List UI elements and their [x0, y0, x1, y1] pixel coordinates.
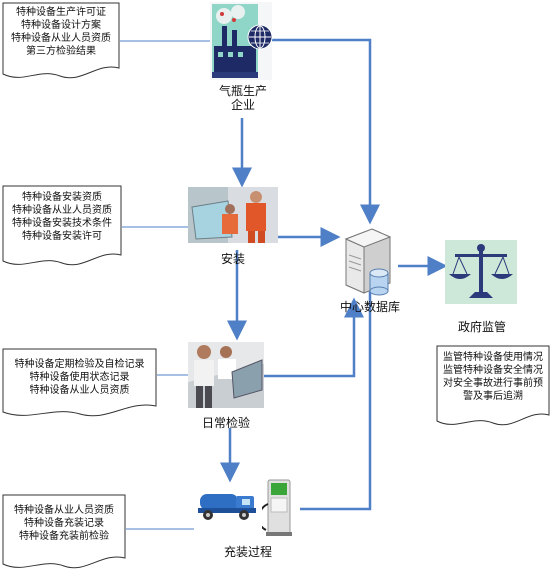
producer-doc-text: 特种设备生产许可证 特种设备设计方案 特种设备从业人员资质 第三方检验结果	[2, 6, 120, 58]
database-cylinder-icon	[368, 268, 390, 296]
producer-label-line1: 气瓶生产	[218, 84, 267, 98]
install-doc-text: 特种设备安装资质 特种设备从业人员资质 特种设备安装技术条件 特种设备安装许可	[2, 191, 122, 243]
inspection-doc-text: 特种设备定期检验及自检记录 特种设备使用状态记录 特种设备从业人员资质	[2, 358, 157, 397]
doc-line: 对安全事故进行事前预	[443, 378, 543, 389]
doc-line: 特种设备生产许可证	[16, 7, 106, 18]
database-label: 中心数据库	[339, 300, 400, 314]
scales-of-justice-icon	[445, 240, 517, 304]
producer-label: 气瓶生产 企业	[205, 84, 281, 112]
inspection-doc: 特种设备定期检验及自检记录 特种设备使用状态记录 特种设备从业人员资质	[2, 348, 157, 420]
doc-line: 监管特种设备安全情况	[443, 365, 543, 376]
fuel-pump-icon	[257, 478, 298, 538]
filling-label: 充装过程	[223, 545, 272, 559]
producer-to-db-arrow	[268, 38, 380, 225]
filling-doc: 特种设备从业人员资质 特种设备充装记录 特种设备充装前检验	[2, 494, 126, 572]
doc-line: 特种设备安装技术条件	[12, 218, 112, 229]
inspection-to-db-arrow	[264, 297, 364, 378]
doc-line: 特种设备从业人员资质	[14, 505, 114, 516]
doc-line: 特种设备充装记录	[24, 518, 104, 529]
doc-line: 特种设备充装前检验	[19, 531, 109, 542]
doc-line: 特种设备安装许可	[22, 231, 102, 242]
doc-line: 警及事后追溯	[463, 391, 523, 402]
government-label: 政府监管	[457, 320, 506, 334]
producer-doc: 特种设备生产许可证 特种设备设计方案 特种设备从业人员资质 第三方检验结果	[2, 2, 120, 82]
doc-line: 特种设备使用状态记录	[29, 372, 130, 383]
tanker-truck-icon	[194, 484, 260, 524]
install-label: 安装	[220, 252, 245, 266]
doc-line: 特种设备安装资质	[22, 192, 102, 203]
government-doc: 监管特种设备使用情况 监管特种设备安全情况 对安全事故进行事前预 警及事后追溯	[436, 345, 550, 429]
doc-line: 第三方检验结果	[26, 46, 96, 57]
government-doc-text: 监管特种设备使用情况 监管特种设备安全情况 对安全事故进行事前预 警及事后追溯	[436, 351, 550, 403]
doc-line: 特种设备设计方案	[21, 20, 101, 31]
doc-line: 特种设备从业人员资质	[11, 33, 111, 44]
inspection-photo	[188, 342, 264, 408]
inspection-label: 日常检验	[201, 416, 250, 430]
install-doc: 特种设备安装资质 特种设备从业人员资质 特种设备安装技术条件 特种设备安装许可	[2, 185, 122, 269]
doc-line: 特种设备定期检验及自检记录	[14, 359, 145, 370]
doc-line: 监管特种设备使用情况	[443, 352, 543, 363]
filling-to-db-arrow	[300, 263, 380, 511]
producer-label-line2: 企业	[230, 98, 255, 112]
doc-line: 特种设备从业人员资质	[29, 385, 130, 396]
installation-photo	[188, 187, 278, 243]
doc-line: 特种设备从业人员资质	[12, 205, 112, 216]
filling-doc-text: 特种设备从业人员资质 特种设备充装记录 特种设备充装前检验	[2, 504, 126, 543]
globe-icon	[247, 24, 273, 50]
